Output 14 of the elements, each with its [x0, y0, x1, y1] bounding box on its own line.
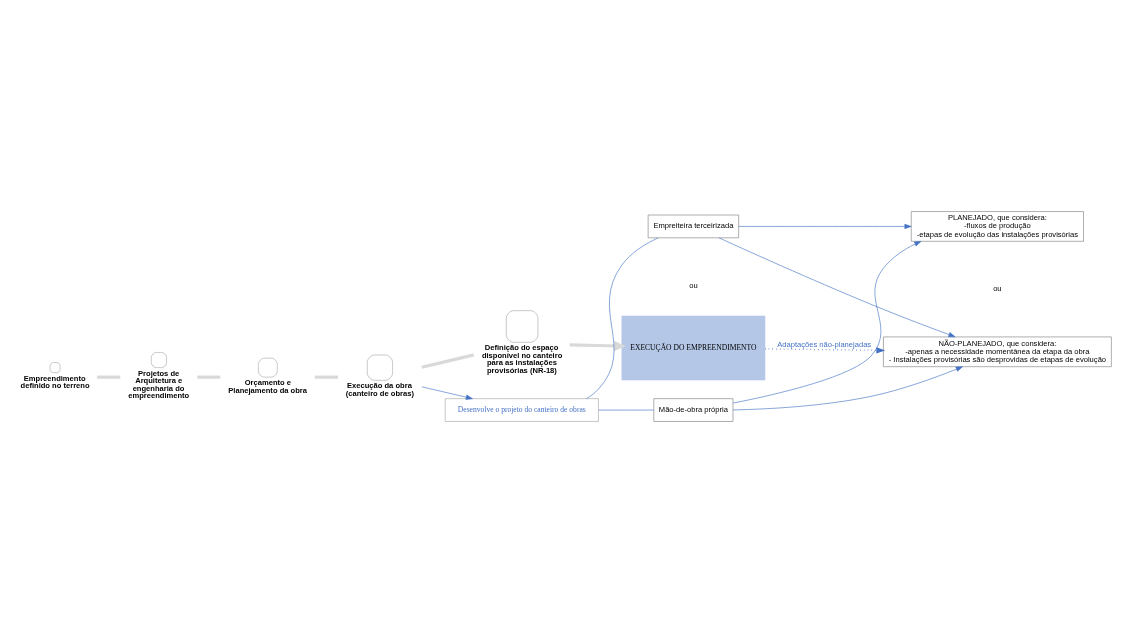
- arrow: [421, 386, 473, 400]
- arrow: [764, 347, 886, 354]
- arrow: [732, 241, 922, 404]
- node-box: [505, 310, 539, 343]
- arrow: [718, 237, 956, 338]
- connector: [97, 375, 121, 379]
- node-box: [366, 354, 393, 381]
- connector: [197, 375, 221, 379]
- arrow: [569, 340, 626, 352]
- connector: [314, 375, 339, 379]
- connector: [586, 237, 659, 399]
- arrow: [738, 223, 912, 229]
- arrow: [732, 366, 963, 411]
- connector: [421, 353, 475, 369]
